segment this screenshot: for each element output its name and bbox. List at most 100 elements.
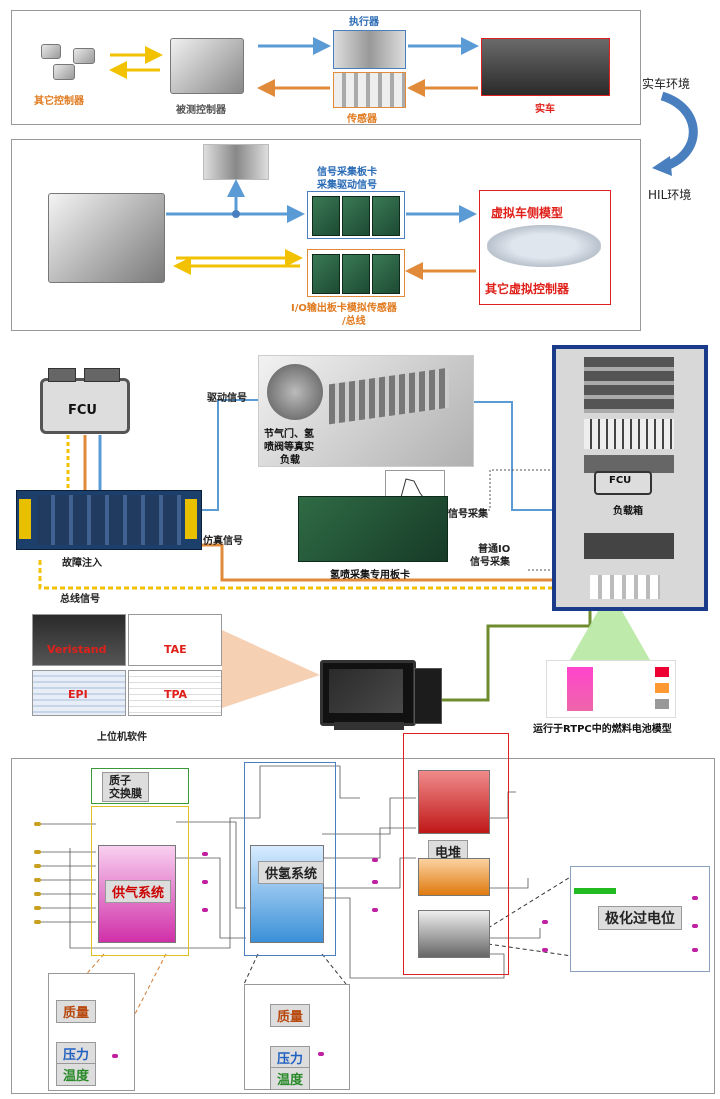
hil-arrows [166,179,477,280]
actuator-box [333,30,406,69]
port-icon [372,908,378,912]
sim-signal-label: 仿真信号 [203,536,243,547]
port-icon [202,880,208,884]
other-controller-image [37,42,107,86]
port-icon [692,948,698,952]
port-icon [34,878,41,882]
fcu-connector [48,368,76,382]
port-icon [34,850,41,854]
host-pc-monitor [320,660,416,726]
load-line3: 负载 [280,455,300,466]
port-icon [202,852,208,856]
polarization-label: 极化过电位 [598,906,682,930]
acq-card-line1: 信号采集板卡 [317,167,377,178]
actuator-label: 执行器 [349,17,379,28]
load-line2: 喷阀等真实 [264,442,314,453]
load-line1: 节气门、氢 [264,429,314,440]
polarization-bar [574,888,616,894]
sw-veristand [32,614,126,666]
fcu-label: FCU [68,403,97,418]
port-icon [692,896,698,900]
io-card-line1: I/O输出板卡模拟传感器 [291,303,397,314]
temp2-label: 温度 [270,1067,311,1090]
h2-acq-card [298,496,448,562]
port-icon [542,920,548,924]
env-transition-arrow [652,91,698,176]
sw-veristand-label: Veristand [47,643,107,656]
mass1-label: 质量 [56,1000,97,1023]
pressure1-label: 压力 [56,1042,97,1065]
port-icon [542,948,548,952]
hil-controller-image [48,193,165,283]
host-pc-keyboard [334,722,404,730]
pem-label: 质子 交换膜 [102,772,149,802]
drive-signal-label: 驱动信号 [207,393,247,404]
port-icon [372,880,378,884]
port-icon [692,924,698,928]
air-system-frame [91,806,189,956]
port-icon [34,920,41,924]
pressure2-label: 压力 [270,1046,311,1069]
hil-env-label: HIL环境 [648,188,692,202]
port-icon [372,858,378,862]
virtual-model-label: 虚拟车侧模型 [491,206,564,220]
host-software-label: 上位机软件 [97,732,147,743]
port-icon [34,906,41,910]
stack-block-red [418,770,490,834]
host-pc-tower [414,668,442,724]
real-car-label: 实车 [535,104,555,115]
fcu-connector-2 [84,368,120,382]
port-icon [202,908,208,912]
real-car-box [481,38,610,96]
port-icon [112,1054,118,1058]
fcu-device [40,378,130,434]
port-icon [34,892,41,896]
real-load-image [258,355,474,467]
signal-acq-label: 信号采集 [448,509,488,520]
stack-block-orange [418,858,490,896]
bus-signal-label: 总线信号 [60,594,100,605]
rtpc-model-image [546,660,676,718]
stack-frame [403,733,509,975]
acq-card-box [307,191,405,239]
load-box-label: 负载箱 [613,506,643,517]
sensor-box [333,72,406,108]
normal-io-line2: 信号采集 [470,557,510,568]
sensor-label: 传感器 [347,114,377,125]
fault-inject-label: 故障注入 [62,558,102,569]
h2-system-label: 供氢系统 [258,861,325,884]
polarization-frame [570,866,710,972]
hil-rack [552,345,708,611]
sw-epi-label: EPI [68,688,88,701]
tested-controller-image [170,38,244,94]
rack-fcu-box [594,471,652,495]
mass2-label: 质量 [270,1004,311,1027]
real-car-arrows [109,37,479,97]
sw-epi [32,670,126,716]
virtual-car-image [487,225,601,267]
h2-system-block [250,845,324,943]
port-icon [318,1052,324,1056]
port-icon [34,864,41,868]
tested-controller-label: 被测控制器 [176,105,226,116]
io-card-box [307,249,405,297]
pem-box [91,768,189,804]
normal-io-line1: 普通IO [478,544,511,555]
h2-system-frame [244,762,336,956]
stack-block-gray [418,910,490,958]
sw-tae-label: TAE [164,643,187,656]
sw-tpa [128,670,222,716]
rtpc-model-label: 运行于RTPC中的燃料电池模型 [533,724,672,735]
temp1-label: 温度 [56,1063,97,1086]
h2-card-label: 氢喷采集专用板卡 [330,570,410,581]
io-card-line2: /总线 [342,316,366,327]
real-env-label: 实车环境 [642,77,691,91]
other-virtual-label: 其它虚拟控制器 [485,282,570,296]
port-icon [34,822,41,826]
air-system-label: 供气系统 [105,880,172,903]
fault-injection-board [16,490,202,550]
sw-tae [128,614,222,666]
other-controller-label: 其它控制器 [34,96,84,107]
sw-tpa-label: TPA [164,688,188,701]
rack-fcu-label: FCU [609,475,632,486]
